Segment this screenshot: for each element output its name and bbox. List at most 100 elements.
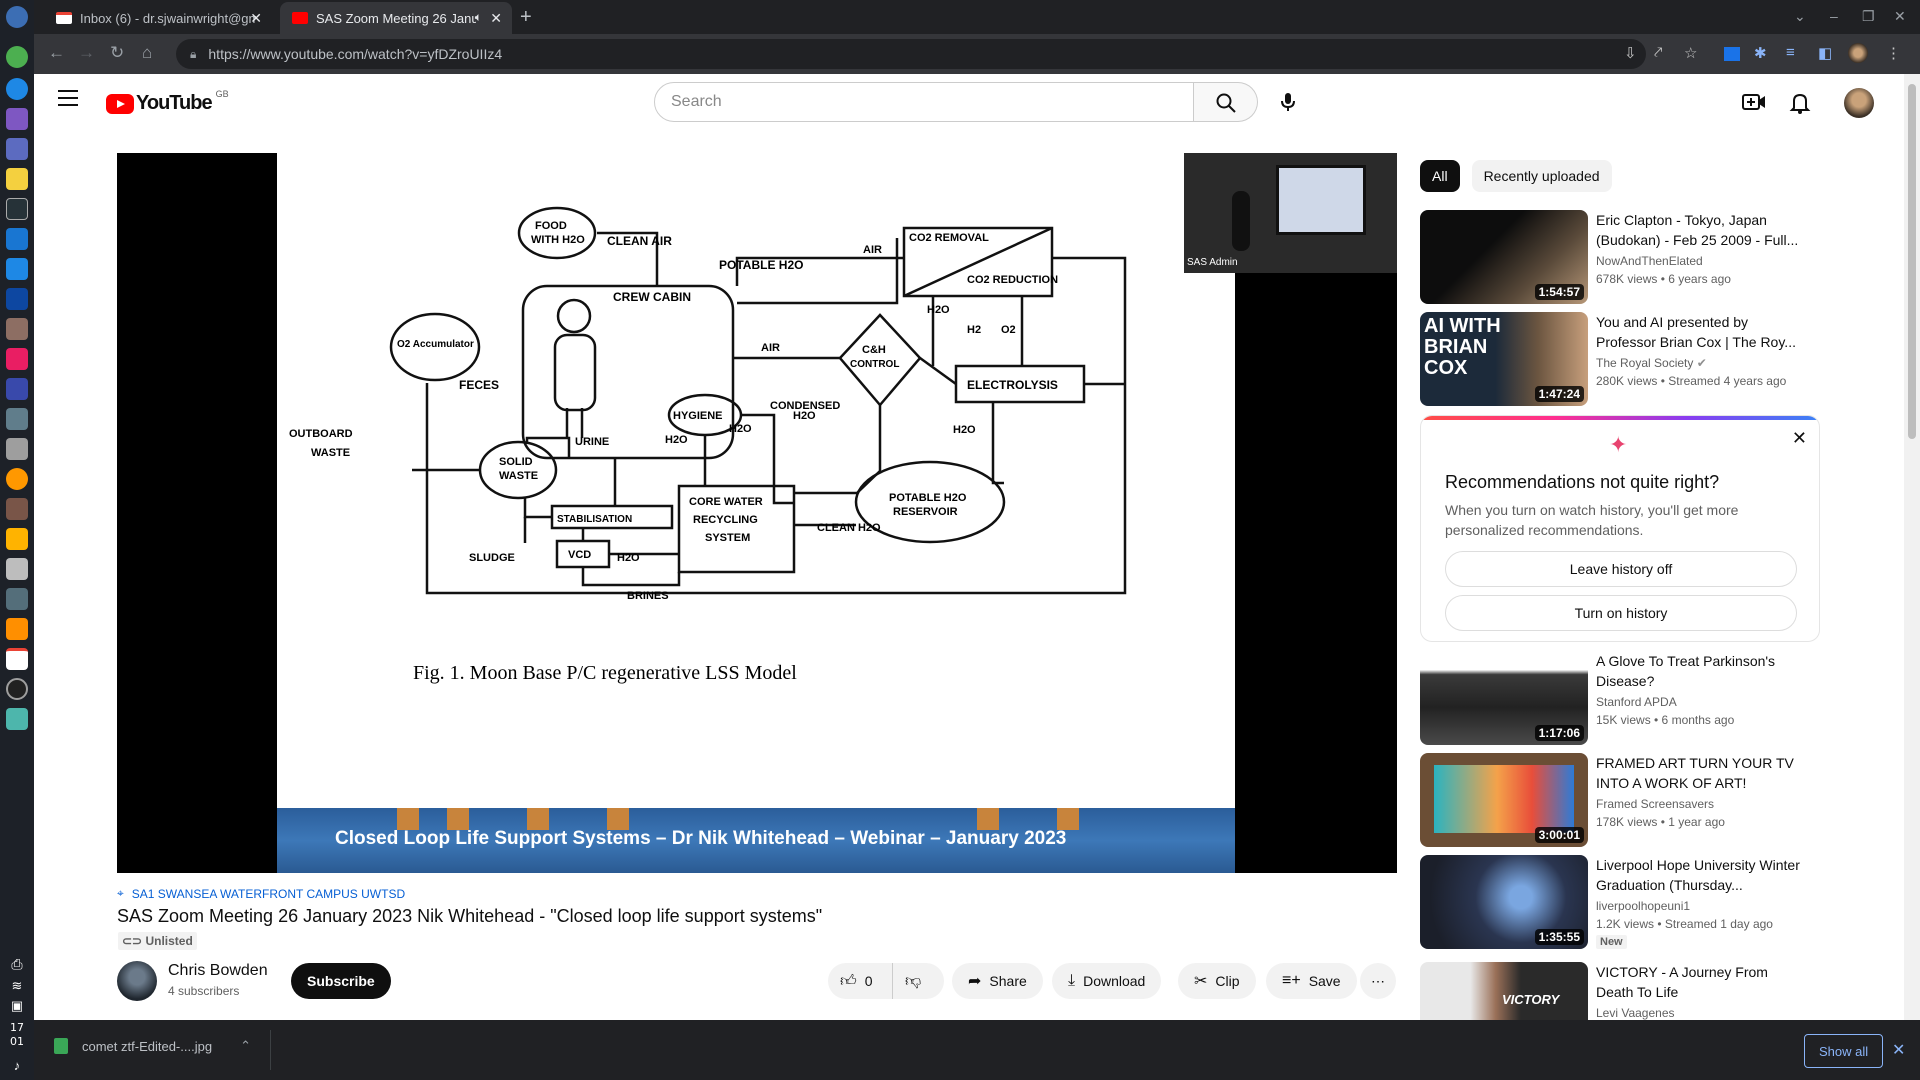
back-icon[interactable]: ← xyxy=(48,43,65,62)
writer-icon[interactable] xyxy=(6,228,28,250)
eye-icon[interactable] xyxy=(6,438,28,460)
save-button[interactable]: ≡+ Save xyxy=(1266,963,1357,999)
clipboard-icon[interactable]: ▣ xyxy=(10,998,24,1013)
reload-icon[interactable]: ↻ xyxy=(110,43,125,62)
blogger-icon[interactable] xyxy=(6,618,28,640)
kebab-menu-icon[interactable]: ⋮ xyxy=(1886,45,1901,62)
chip-all[interactable]: All xyxy=(1420,160,1460,192)
search-input[interactable] xyxy=(654,82,1194,122)
rec-title[interactable]: A Glove To Treat Parkinson's Disease? xyxy=(1596,653,1776,689)
gmail-icon[interactable] xyxy=(6,648,28,670)
address-bar[interactable]: 🔒︎ https://www.youtube.com/watch?v=yfDZr… xyxy=(176,39,1646,69)
rec-title[interactable]: VICTORY - A Journey From Death To Life xyxy=(1596,964,1768,1000)
fedora-icon[interactable] xyxy=(6,6,28,28)
docs-icon[interactable] xyxy=(6,258,28,280)
side-panel-icon[interactable]: ◧ xyxy=(1818,45,1833,62)
notes-icon[interactable] xyxy=(6,168,28,190)
rec-title[interactable]: Eric Clapton - Tokyo, Japan (Budokan) - … xyxy=(1596,212,1799,248)
window-close-icon[interactable]: ✕ xyxy=(1894,8,1906,24)
account-avatar[interactable] xyxy=(1844,88,1874,118)
download-button[interactable]: ⤓ Download xyxy=(1052,963,1162,999)
avatar-app-icon[interactable] xyxy=(6,708,28,730)
search-button[interactable] xyxy=(1194,82,1258,122)
new-tab-icon[interactable]: + xyxy=(520,6,532,28)
recommendation-item[interactable]: AI WITH BRIAN COX 1:47:24 You and AI pre… xyxy=(1420,312,1820,406)
close-icon[interactable]: ✕ xyxy=(490,10,502,26)
rec-channel[interactable]: NowAndThenElated xyxy=(1596,254,1703,268)
video-player[interactable]: FOOD WITH H2O CLEAN AIR CREW CABIN POTAB… xyxy=(117,153,1397,873)
recommendation-item[interactable]: 1:35:55 Liverpool Hope University Winter… xyxy=(1420,855,1820,949)
video-thumbnail[interactable]: 1:35:55 xyxy=(1420,855,1588,949)
create-video-icon[interactable] xyxy=(1740,88,1768,116)
audio-icon[interactable] xyxy=(6,588,28,610)
like-button[interactable]: 👍︎ 0 xyxy=(828,963,892,999)
dislike-button[interactable]: 👎︎ xyxy=(892,963,944,999)
minimize-icon[interactable]: – xyxy=(1830,8,1838,24)
channel-name[interactable]: Chris Bowden xyxy=(168,962,268,979)
recommendation-item[interactable]: 1:54:57 Eric Clapton - Tokyo, Japan (Bud… xyxy=(1420,210,1820,304)
share-button[interactable]: ➦ Share xyxy=(952,963,1043,999)
bookmark-star-icon[interactable]: ☆ xyxy=(1684,45,1698,62)
photo-icon[interactable] xyxy=(6,408,28,430)
close-icon[interactable]: ✕ xyxy=(1791,428,1807,448)
speaker-icon[interactable]: 🔈︎ xyxy=(474,10,482,24)
gimp-icon[interactable] xyxy=(6,318,28,340)
install-icon[interactable]: ⇩ xyxy=(1624,45,1637,62)
music-icon[interactable]: ♪ xyxy=(13,1058,21,1073)
rec-channel[interactable]: The Royal Society ✔ xyxy=(1596,356,1707,370)
profile-avatar-icon[interactable] xyxy=(1848,43,1868,63)
close-icon[interactable]: ✕ xyxy=(1892,1042,1906,1059)
voice-search-button[interactable] xyxy=(1270,84,1306,120)
video-thumbnail[interactable]: VICTORY xyxy=(1420,962,1588,1020)
channel-avatar[interactable] xyxy=(117,961,157,1001)
blender-icon[interactable] xyxy=(6,468,28,490)
extension-blue-icon[interactable] xyxy=(1724,47,1740,61)
calculator-icon[interactable] xyxy=(6,558,28,580)
video-thumbnail[interactable]: 1:54:57 xyxy=(1420,210,1588,304)
inkscape-icon[interactable] xyxy=(6,288,28,310)
chevron-up-icon[interactable]: ⌃ xyxy=(240,1038,251,1053)
notifications-bell-icon[interactable] xyxy=(1786,88,1814,116)
pw-icon[interactable] xyxy=(6,378,28,400)
rec-channel[interactable]: Stanford APDA xyxy=(1596,695,1677,709)
restore-icon[interactable]: ❐ xyxy=(1862,8,1875,24)
home-icon[interactable]: ⌂ xyxy=(142,43,153,62)
tab-youtube[interactable]: SAS Zoom Meeting 26 Janu 🔈︎ ✕ xyxy=(280,2,512,34)
reading-list-icon[interactable]: ≡ xyxy=(1786,44,1795,61)
recommendation-item[interactable]: VICTORY VICTORY - A Journey From Death T… xyxy=(1420,962,1820,1020)
wallpaper-icon[interactable] xyxy=(6,138,28,160)
page-scrollbar[interactable] xyxy=(1904,74,1920,1020)
chip-recently-uploaded[interactable]: Recently uploaded xyxy=(1471,160,1612,192)
rec-channel[interactable]: Levi Vaagenes xyxy=(1596,1006,1675,1020)
rec-title[interactable]: You and AI presented by Professor Brian … xyxy=(1596,314,1796,350)
close-icon[interactable]: ✕ xyxy=(250,10,262,26)
forward-icon[interactable]: → xyxy=(78,43,95,62)
download-item[interactable]: comet ztf-Edited-....jpg ⌃ xyxy=(54,1038,251,1054)
rec-channel[interactable]: liverpoolhopeuni1 xyxy=(1596,899,1691,913)
printer-icon[interactable]: ⎙ xyxy=(11,956,23,972)
lock-icon[interactable]: 🔒︎ xyxy=(190,46,197,61)
subscribe-button[interactable]: Subscribe xyxy=(291,963,391,999)
youtube-logo[interactable]: YouTube GB xyxy=(106,89,229,115)
clip-button[interactable]: ✂ Clip xyxy=(1178,963,1256,999)
scrollbar-thumb[interactable] xyxy=(1908,84,1916,439)
hamburger-menu-icon[interactable] xyxy=(58,90,78,106)
wifi-icon[interactable]: ≋ xyxy=(11,978,23,993)
location-tag[interactable]: ⌖ SA1 SWANSEA WATERFRONT CAMPUS UWTSD xyxy=(117,886,405,901)
more-actions-button[interactable]: ⋯ xyxy=(1360,963,1396,999)
recommendation-item[interactable]: 1:17:06 A Glove To Treat Parkinson's Dis… xyxy=(1420,651,1820,745)
terminal-icon[interactable] xyxy=(6,198,28,220)
obs-icon[interactable] xyxy=(6,678,28,700)
tab-search-icon[interactable]: ⌄ xyxy=(1794,8,1806,24)
recommendation-item[interactable]: 3:00:01 FRAMED ART TURN YOUR TV INTO A W… xyxy=(1420,753,1820,847)
leave-history-off-button[interactable]: Leave history off xyxy=(1445,551,1797,587)
film-icon[interactable] xyxy=(6,498,28,520)
edge-dev-icon[interactable] xyxy=(6,78,28,100)
share-icon[interactable]: ⤤ xyxy=(1654,44,1663,61)
turn-on-history-button[interactable]: Turn on history xyxy=(1445,595,1797,631)
draw-icon[interactable] xyxy=(6,348,28,370)
files-icon[interactable] xyxy=(6,108,28,130)
puzzle-icon[interactable]: ✱ xyxy=(1754,45,1767,62)
rec-title[interactable]: Liverpool Hope University Winter Graduat… xyxy=(1596,857,1800,893)
video-thumbnail[interactable]: AI WITH BRIAN COX 1:47:24 xyxy=(1420,312,1588,406)
